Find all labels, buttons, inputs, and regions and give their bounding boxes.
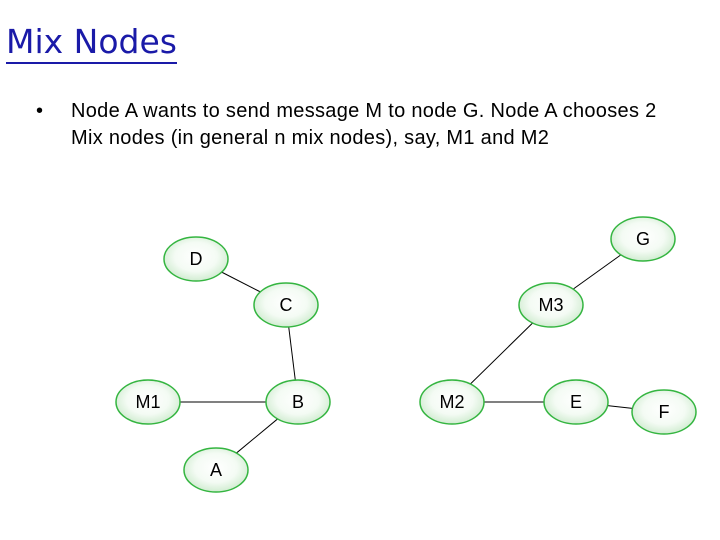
node-label: A xyxy=(210,460,222,480)
node-label: E xyxy=(570,392,582,412)
node-m3: M3 xyxy=(518,282,584,328)
node-a: A xyxy=(183,447,249,493)
edge-b-a xyxy=(236,418,278,454)
node-label: M3 xyxy=(538,295,563,315)
edge-c-b xyxy=(288,326,296,381)
node-shape xyxy=(115,379,181,425)
bullet-text: Node A wants to send message M to node G… xyxy=(71,100,657,149)
node-shape xyxy=(183,447,249,493)
node-label: D xyxy=(190,249,203,269)
node-f: F xyxy=(631,389,697,435)
node-m2: M2 xyxy=(419,379,485,425)
bullet-icon: • xyxy=(36,100,44,122)
slide-title: Mix Nodes xyxy=(6,22,177,64)
node-label: B xyxy=(292,392,304,412)
edge-d-c xyxy=(221,271,261,293)
node-shape xyxy=(265,379,331,425)
node-shape xyxy=(163,236,229,282)
node-shape xyxy=(253,282,319,328)
node-g: G xyxy=(610,216,676,262)
node-label: C xyxy=(280,295,293,315)
node-shape xyxy=(419,379,485,425)
node-label: M1 xyxy=(135,392,160,412)
node-shape xyxy=(610,216,676,262)
node-shape xyxy=(631,389,697,435)
node-label: F xyxy=(659,402,670,422)
node-shape xyxy=(518,282,584,328)
node-d: D xyxy=(163,236,229,282)
node-c: C xyxy=(253,282,319,328)
node-label: M2 xyxy=(439,392,464,412)
edge-e-f xyxy=(607,405,633,409)
edges-layer xyxy=(180,254,633,454)
node-m1: M1 xyxy=(115,379,181,425)
node-shape xyxy=(543,379,609,425)
node-label: G xyxy=(636,229,650,249)
edge-m2-m3 xyxy=(470,322,533,385)
node-b: B xyxy=(265,379,331,425)
node-e: E xyxy=(543,379,609,425)
edge-m3-g xyxy=(572,254,622,290)
